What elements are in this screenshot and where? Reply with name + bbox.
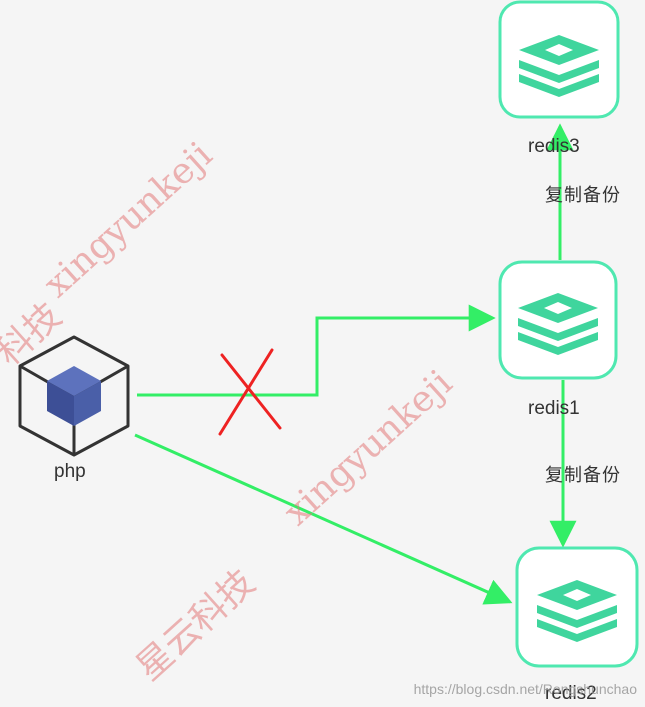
watermark-url: https://blog.csdn.net/Rongshunchao: [413, 681, 637, 697]
redis2-node: [515, 546, 639, 668]
php-node: [18, 335, 130, 457]
cube-icon: [47, 366, 101, 426]
edge-php-redis1: [137, 304, 496, 397]
edge-php-redis2: [134, 433, 513, 605]
php-label: php: [54, 461, 86, 482]
edge-label-redis1-redis3: 复制备份: [545, 185, 621, 205]
redis-stack-icon: [519, 35, 599, 97]
edge-label-redis1-redis2: 复制备份: [545, 465, 621, 485]
blocked-cross-icon: [218, 348, 282, 436]
redis1-node: [498, 260, 618, 380]
redis3-node: [498, 0, 620, 119]
redis-stack-icon: [537, 580, 617, 642]
redis-stack-icon: [518, 293, 598, 355]
redis1-label: redis1: [528, 398, 580, 419]
redis3-label: redis3: [528, 136, 580, 157]
redis2-label: redis2: [545, 683, 597, 704]
